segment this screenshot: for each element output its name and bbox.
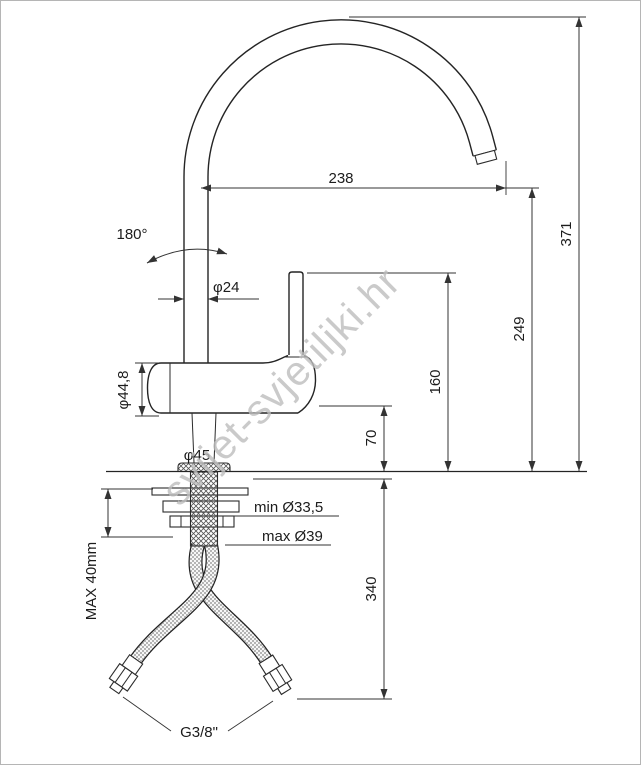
dim-handle-height: 160	[427, 369, 444, 394]
dimension-lines: 238 371 249 160 70 340 MAX 40mm 180° φ24	[83, 16, 586, 741]
faucet-handle-lever	[288, 271, 304, 355]
dim-total-height: 371	[558, 221, 575, 246]
dim-outlet-height: 249	[511, 316, 528, 341]
hose-connector-right	[258, 654, 293, 696]
dim-pipe-diameter: φ24	[213, 279, 239, 296]
supply-hoses	[129, 543, 273, 666]
faucet-body	[146, 354, 317, 414]
aerator	[474, 149, 498, 165]
watermark-text: svijet-svjetiljki.hr	[153, 258, 409, 514]
dim-swivel-angle: 180°	[116, 226, 147, 243]
dim-body-height: 70	[363, 430, 380, 447]
dim-base-diameter: φ45	[184, 447, 210, 464]
dim-thread-size: G3/8"	[180, 724, 218, 741]
dim-body-diameter: φ44,8	[115, 371, 132, 410]
dim-spout-reach: 238	[328, 170, 353, 187]
faucet-base	[177, 412, 231, 473]
faucet-spout-arc	[183, 19, 498, 363]
dim-hole-min: min Ø33,5	[254, 499, 323, 516]
hose-connector-left	[108, 654, 144, 695]
dim-counter-max-thickness: MAX 40mm	[83, 542, 100, 620]
dim-hole-max: max Ø39	[262, 528, 323, 545]
dim-hose-length: 340	[363, 576, 380, 601]
threaded-shank	[189, 471, 219, 547]
